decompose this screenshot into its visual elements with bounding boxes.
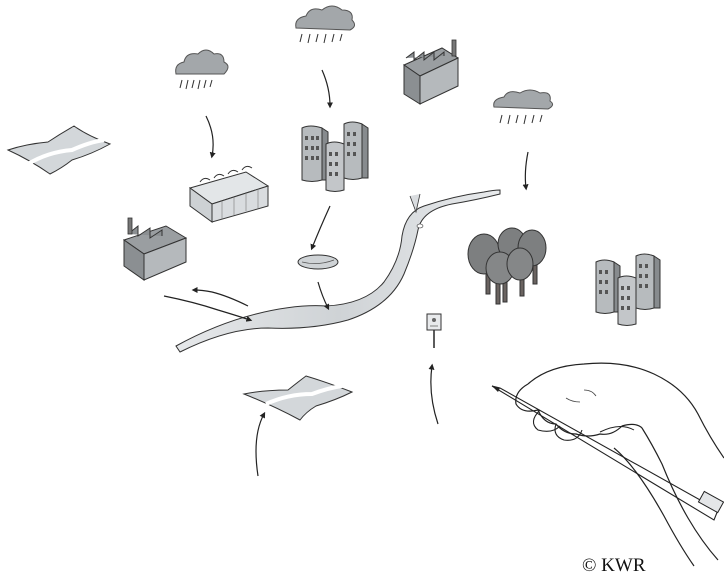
apartment-buildings-icon: [302, 122, 368, 192]
copyright-notice: © KWR: [582, 555, 646, 577]
factory-icon: [124, 218, 186, 280]
agricultural-field-icon: [244, 376, 352, 420]
hand-with-pencil-icon: [492, 363, 724, 566]
arrow-icon: [164, 290, 250, 320]
greenhouse-icon: [190, 166, 268, 222]
agricultural-field-icon: [8, 126, 110, 174]
rain-cloud-icon: [494, 90, 553, 124]
forest-icon: [468, 228, 546, 304]
rain-cloud-icon: [176, 50, 228, 89]
factory-icon: [404, 40, 458, 104]
sewage-outlet-icon: [298, 255, 338, 269]
monitoring-sign-icon: [427, 314, 441, 348]
apartment-buildings-icon: [596, 254, 660, 326]
rain-cloud-icon: [296, 6, 355, 43]
